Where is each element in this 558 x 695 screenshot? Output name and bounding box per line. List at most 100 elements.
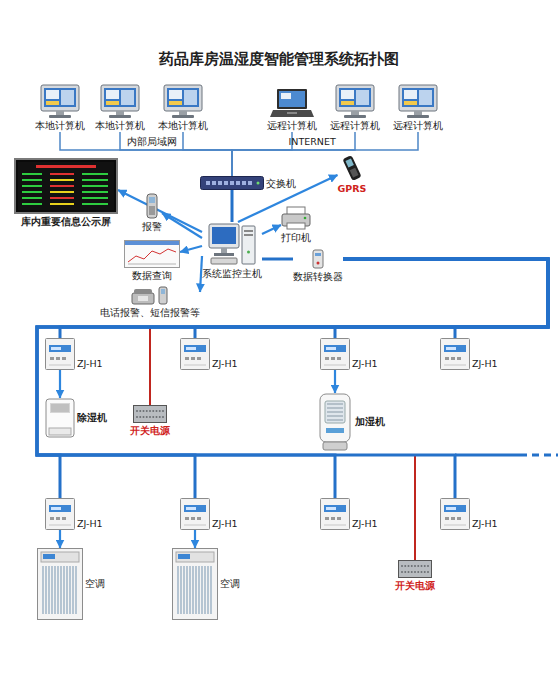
icon-part [177, 566, 178, 614]
icon-part [270, 110, 314, 117]
icon-part [63, 566, 64, 614]
icon-part [82, 203, 108, 205]
icon-part [444, 505, 466, 512]
icon-part [186, 347, 196, 350]
icon-part [159, 287, 167, 304]
device-icon [320, 338, 350, 370]
icon-part [48, 566, 49, 614]
humidifier-node: 加湿机 [317, 393, 385, 451]
device-label: 电话报警、短信报警等 [100, 307, 200, 319]
icon-part [149, 206, 155, 215]
arrow-connector [262, 225, 281, 234]
phone-alarm-node: 电话报警、短信报警等 [100, 285, 200, 319]
icon-part [221, 248, 227, 253]
device-label: 空调 [220, 578, 240, 590]
icon-part [161, 289, 165, 294]
device-icon [45, 338, 75, 370]
icon-part [38, 549, 83, 620]
icon-part [323, 442, 347, 450]
icon-part [56, 517, 60, 520]
device-label: 开关电源 [395, 580, 435, 592]
icon-part [169, 101, 182, 105]
icon-part [191, 357, 195, 360]
icon-part [51, 405, 69, 406]
icon-part [51, 411, 69, 412]
icon-part [189, 566, 190, 614]
icon-part [121, 90, 134, 105]
icon-part [321, 339, 350, 370]
device-label: ZJ-H1 [212, 518, 238, 530]
icon-part [327, 408, 343, 409]
icon-part [82, 179, 108, 181]
icon-part [75, 566, 76, 614]
icon-part [356, 90, 369, 105]
device-label: ZJ-H1 [472, 358, 498, 370]
icon-part [331, 357, 335, 360]
icon-part [159, 410, 161, 412]
icon-part [351, 111, 359, 115]
icon-part [46, 499, 75, 530]
icon-part [257, 182, 260, 185]
icon-part [106, 90, 119, 99]
bus-connector [262, 258, 293, 261]
icon-part [457, 517, 461, 520]
device-icon [440, 498, 470, 530]
icon-part [421, 565, 423, 567]
computer-node: 本地计算机 [158, 84, 208, 132]
icon-part [50, 517, 54, 520]
device-icon [100, 84, 140, 118]
device-label: 空调 [85, 578, 105, 590]
device-icon [172, 548, 218, 620]
device-icon [145, 193, 159, 219]
device-icon [180, 498, 210, 530]
icon-part [451, 357, 455, 360]
icon-part [176, 552, 214, 562]
icon-part [444, 364, 466, 366]
icon-part [287, 223, 305, 229]
icon-part [327, 416, 343, 417]
icon-part [50, 203, 74, 205]
icon-part [82, 191, 108, 193]
device-label: 交换机 [266, 178, 296, 190]
icon-part [281, 93, 291, 99]
icon-part [204, 566, 205, 614]
converter-node: 数据转换器 [293, 249, 343, 283]
icon-part [82, 173, 108, 175]
icon-part [404, 101, 417, 105]
host-node: 系统监控主机 [202, 222, 262, 280]
icon-part [457, 357, 461, 360]
icon-part [128, 249, 176, 262]
icon-part [46, 339, 75, 370]
icon-part [173, 549, 218, 620]
icon-part [167, 88, 199, 107]
icon-part [224, 181, 228, 185]
icon-part [109, 115, 131, 118]
icon-part [42, 566, 43, 614]
icon-part [104, 88, 136, 107]
icon-part [152, 410, 154, 412]
device-icon [14, 158, 118, 214]
icon-part [277, 89, 307, 109]
power-supply-node: 开关电源 [130, 405, 170, 437]
alarm-node: 报警 [142, 193, 162, 233]
device-icon [124, 240, 180, 268]
network-label: 内部局域网 [127, 136, 177, 148]
icon-part [341, 101, 354, 105]
icon-part [444, 345, 466, 352]
icon-part [156, 416, 158, 418]
bus-connector [37, 259, 548, 498]
power-wire [414, 455, 416, 560]
icon-part [321, 499, 350, 530]
icon-part [399, 561, 432, 578]
power-supply-node: 开关电源 [395, 560, 435, 592]
arrow-connector [162, 213, 202, 238]
icon-part [60, 566, 61, 614]
icon-part [417, 571, 419, 573]
icon-part [212, 227, 236, 244]
icon-part [185, 517, 189, 520]
device-label: 打印机 [281, 232, 311, 244]
icon-part [181, 339, 210, 370]
icon-part [214, 253, 234, 256]
computer-node: 本地计算机 [35, 84, 85, 132]
device-icon [37, 548, 83, 620]
